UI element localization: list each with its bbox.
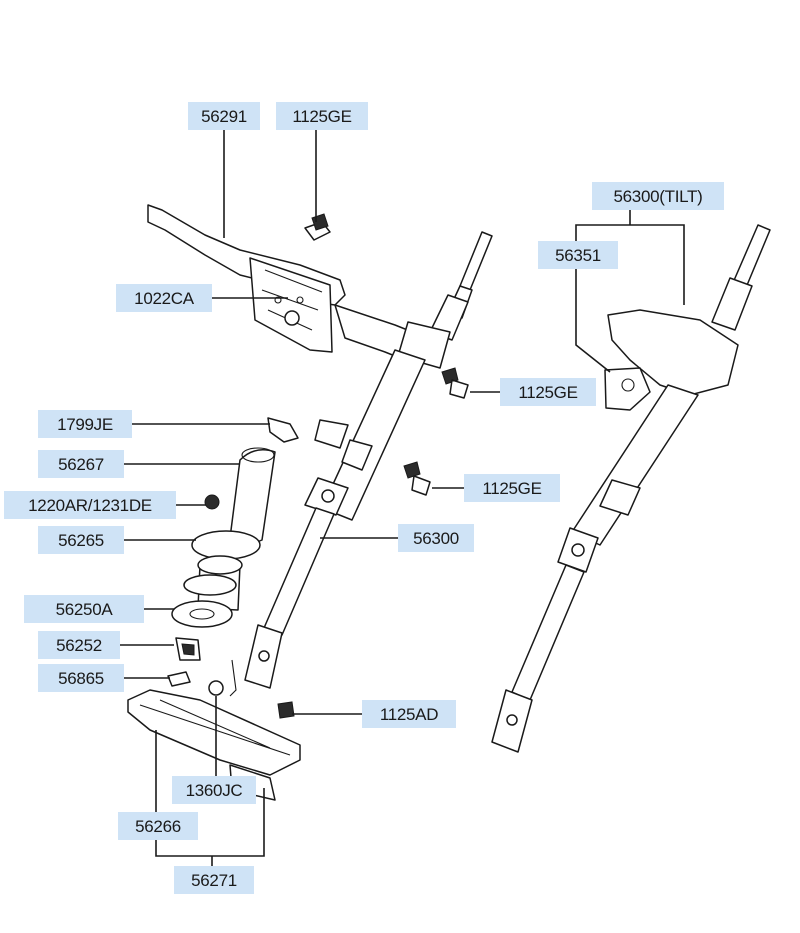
label-56271: 56271	[191, 871, 237, 890]
callout-1125ge-top: 1125GE	[276, 102, 368, 130]
label-1125ad: 1125AD	[380, 705, 438, 724]
label-56267: 56267	[58, 455, 104, 474]
steering-column-part	[244, 231, 493, 689]
callout-56300-tilt: 56300(TILT)	[592, 182, 724, 210]
nut-1220ar-part	[204, 494, 220, 510]
clip-1799je-part	[267, 417, 299, 443]
label-56300-tilt: 56300(TILT)	[614, 187, 703, 206]
label-1799je: 1799JE	[57, 415, 113, 434]
bolt-1125ad-part	[277, 701, 295, 719]
bolt-1125ge-top-part	[304, 213, 331, 241]
callout-1125ge-mid: 1125GE	[500, 378, 596, 406]
seal-56265-part	[183, 530, 261, 611]
callout-56267: 56267	[38, 450, 124, 478]
label-1022ca: 1022CA	[134, 289, 195, 308]
callout-56266: 56266	[118, 812, 198, 840]
callout-56265: 56265	[38, 526, 124, 554]
callout-56351: 56351	[538, 241, 618, 269]
label-56265: 56265	[58, 531, 104, 550]
ring-1360jc-part	[208, 659, 237, 697]
label-56266: 56266	[135, 817, 181, 836]
callout-1125ad: 1125AD	[362, 700, 456, 728]
callout-1360jc: 1360JC	[172, 776, 256, 804]
label-56865: 56865	[58, 669, 104, 688]
label-56291: 56291	[201, 107, 247, 126]
callout-56300: 56300	[398, 524, 474, 552]
label-56252: 56252	[56, 636, 102, 655]
bolt-1125ge-mid-part	[441, 367, 469, 399]
callout-1220ar: 1220AR/1231DE	[4, 491, 176, 519]
screw-56865-part	[167, 671, 191, 687]
boot-56267-part	[229, 447, 276, 545]
label-1220ar-1231de: 1220AR/1231DE	[28, 496, 152, 515]
callout-1125ge-low: 1125GE	[464, 474, 560, 502]
callout-56271: 56271	[174, 866, 254, 894]
callout-56291: 56291	[188, 102, 260, 130]
label-56300: 56300	[413, 529, 459, 548]
label-1360jc: 1360JC	[186, 781, 243, 800]
label-1125ge-top: 1125GE	[292, 107, 351, 126]
label-1125ge-mid: 1125GE	[518, 383, 577, 402]
label-56250a: 56250A	[56, 600, 114, 619]
clip-56252-part	[175, 637, 201, 661]
tilt-steering-column-part	[491, 224, 771, 753]
plate-56250a-part	[171, 600, 233, 628]
callout-56252: 56252	[38, 631, 120, 659]
leader-lines	[120, 130, 685, 868]
label-1125ge-low: 1125GE	[482, 479, 541, 498]
label-56351: 56351	[555, 246, 601, 265]
bolt-1125ge-low-part	[403, 461, 431, 496]
callout-56865: 56865	[38, 664, 124, 692]
callout-1022ca: 1022CA	[116, 284, 212, 312]
callout-56250a: 56250A	[24, 595, 144, 623]
callout-1799je: 1799JE	[38, 410, 132, 438]
